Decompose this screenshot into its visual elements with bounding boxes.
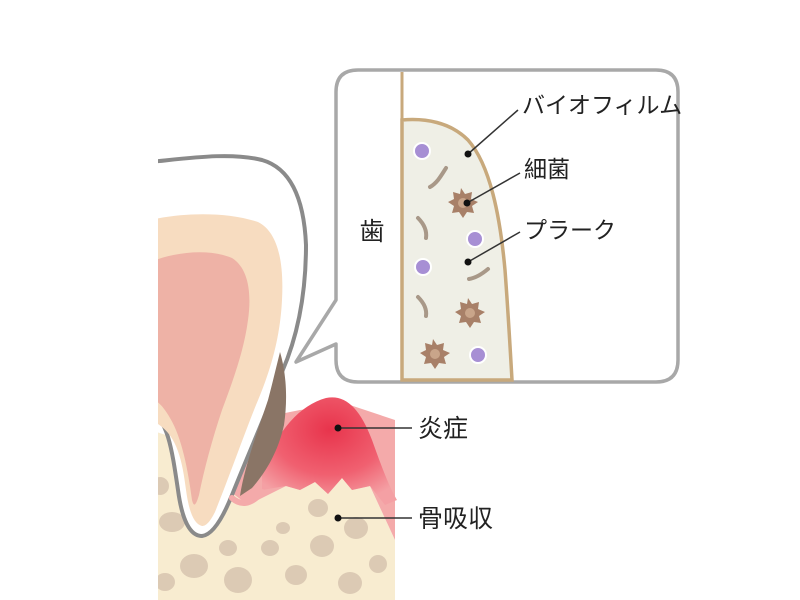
tooth-cross-section [158, 154, 397, 600]
round-bacteria [413, 142, 487, 364]
tooth-label: 歯 [359, 217, 384, 246]
plaque-label: プラーク [524, 218, 616, 244]
gum-margin [229, 489, 265, 506]
rod-bacteria [416, 166, 490, 318]
tooth-pulp [158, 252, 250, 505]
scene-leaders [334, 424, 412, 522]
calculus-deposit [240, 352, 287, 496]
inflammation-label: 炎症 [418, 414, 468, 443]
bone-resorption-label: 骨吸収 [418, 504, 493, 533]
magnified-callout: 歯 バイオフィルム 細菌 プラーク [294, 68, 682, 384]
biofilm-label: バイオフィルム [522, 93, 682, 119]
plaque-layer [400, 117, 514, 382]
callout-leaders [466, 109, 521, 263]
callout-leader-dots [463, 150, 472, 266]
bone-pores [158, 444, 387, 594]
bacteria-label: 細菌 [524, 157, 570, 183]
inflamed-gum [262, 397, 397, 505]
